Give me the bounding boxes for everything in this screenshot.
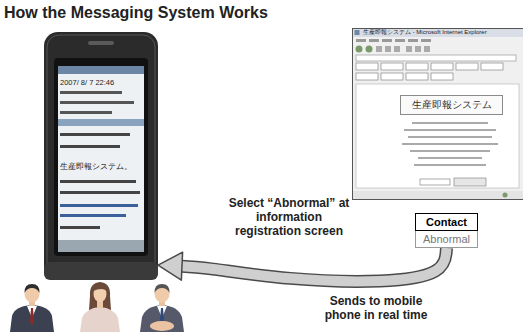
person-icon bbox=[80, 282, 120, 332]
person-icon-part bbox=[30, 308, 34, 325]
browser-screenshot-part bbox=[376, 46, 382, 52]
screen-text: 2007/ 8/ 7 22:46 bbox=[60, 78, 144, 88]
mobile-phone-photo-part bbox=[60, 226, 100, 229]
mobile-phone-photo-part bbox=[88, 41, 114, 45]
browser-screenshot-part bbox=[415, 46, 421, 52]
browser-window: 生産即報システム - Microsoft Internet Explorer 生産… bbox=[352, 28, 523, 200]
status-table: ContactAbnormal bbox=[415, 213, 478, 248]
browser-screenshot-part bbox=[408, 136, 492, 138]
person-icon-part bbox=[24, 284, 39, 293]
mobile-phone-photo-part bbox=[47, 35, 155, 277]
mobile-phone-photo-part bbox=[58, 66, 144, 74]
step-caption: Sends to mobile phone in real time bbox=[312, 294, 440, 322]
browser-screenshot-part bbox=[353, 29, 523, 200]
browser-screenshot-part bbox=[431, 73, 453, 80]
person-icon bbox=[140, 284, 184, 332]
diagram-title: How the Messaging System Works bbox=[4, 3, 268, 22]
browser-screenshot-part bbox=[369, 39, 379, 42]
browser-screenshot-part bbox=[356, 73, 378, 80]
browser-screenshot-part bbox=[406, 73, 428, 80]
flow-arrow bbox=[158, 248, 447, 281]
browser-screenshot-part bbox=[395, 39, 405, 42]
browser-screenshot-part bbox=[404, 129, 496, 131]
screen-text: 生産即報システム。 bbox=[60, 162, 144, 172]
person-icon-part bbox=[93, 284, 107, 291]
mobile-phone-photo-part bbox=[54, 58, 148, 256]
window-title: 生産即報システム - Microsoft Internet Explorer bbox=[363, 29, 523, 36]
mobile-phone-photo-part bbox=[58, 240, 144, 252]
browser-screenshot-part bbox=[356, 84, 519, 188]
browser-screenshot-part bbox=[381, 73, 403, 80]
browser-screenshot-part bbox=[421, 39, 431, 42]
person-icon-part bbox=[89, 282, 111, 310]
mobile-phone-photo-part bbox=[60, 204, 138, 207]
person-icon-part bbox=[10, 305, 54, 332]
browser-screenshot-part bbox=[356, 39, 366, 42]
mobile-phone-photo-part bbox=[60, 214, 126, 217]
person-icon-part bbox=[160, 308, 164, 322]
browser-screenshot-part bbox=[456, 63, 478, 70]
person-icon bbox=[10, 284, 54, 332]
browser-screenshot-part bbox=[406, 63, 428, 70]
browser-screenshot-part bbox=[366, 46, 373, 53]
browser-screenshot-part bbox=[503, 193, 508, 198]
browser-screenshot-part bbox=[481, 63, 503, 70]
mobile-phone-photo-part bbox=[44, 32, 158, 280]
browser-screenshot-part bbox=[381, 63, 403, 70]
mobile-phone-photo-part bbox=[60, 191, 140, 194]
mobile-phone-photo-part bbox=[60, 145, 120, 148]
person-icon-part bbox=[154, 284, 169, 293]
browser-screenshot-part bbox=[412, 122, 488, 124]
browser-screenshot bbox=[353, 29, 523, 200]
page-heading: 生産即報システム bbox=[411, 99, 492, 111]
page-heading-box: 生産即報システム bbox=[400, 95, 503, 115]
mobile-phone-photo-part bbox=[44, 262, 158, 280]
browser-screenshot-part bbox=[424, 46, 430, 52]
arrow-head bbox=[158, 252, 183, 280]
browser-screenshot-part bbox=[431, 63, 453, 70]
person-icon-part bbox=[80, 307, 120, 332]
browser-screenshot-part bbox=[356, 55, 516, 61]
browser-screenshot-part bbox=[356, 46, 363, 53]
table-header: Contact bbox=[415, 213, 478, 231]
mobile-phone-photo-part bbox=[60, 91, 122, 94]
browser-screenshot-part bbox=[394, 46, 400, 52]
mobile-phone-photo-part bbox=[60, 101, 134, 104]
browser-screenshot-part bbox=[382, 39, 392, 42]
arrow-outline bbox=[178, 248, 447, 281]
person-icon-part bbox=[150, 321, 174, 331]
browser-screenshot-part bbox=[353, 191, 523, 199]
browser-screenshot-part bbox=[406, 46, 412, 52]
browser-screenshot-part bbox=[408, 39, 418, 42]
mobile-phone-photo-part bbox=[60, 111, 112, 114]
table-cell: Abnormal bbox=[415, 231, 478, 248]
browser-screenshot-part bbox=[385, 46, 391, 52]
browser-screenshot-part bbox=[410, 150, 490, 152]
mobile-phone-photo bbox=[44, 32, 158, 280]
browser-screenshot-part bbox=[454, 178, 486, 186]
mobile-phone: 2007/ 8/ 7 22:46 生産即報システム。 bbox=[44, 32, 158, 280]
person-icon-part bbox=[140, 305, 184, 332]
browser-screenshot-part bbox=[414, 164, 486, 166]
browser-screenshot-part bbox=[420, 179, 450, 185]
browser-screenshot-part bbox=[418, 157, 482, 159]
arrow-body bbox=[178, 248, 447, 281]
browser-screenshot-part bbox=[353, 29, 523, 37]
mobile-phone-photo-part bbox=[60, 133, 130, 136]
browser-screenshot-part bbox=[356, 63, 378, 70]
mobile-phone-photo-part bbox=[58, 66, 144, 252]
mobile-phone-photo-part bbox=[60, 180, 136, 183]
browser-screenshot-part bbox=[355, 30, 360, 35]
step-caption: Select “Abnormal” at information registr… bbox=[226, 196, 352, 238]
browser-screenshot-part bbox=[402, 143, 498, 145]
mobile-phone-photo-part bbox=[58, 119, 144, 126]
